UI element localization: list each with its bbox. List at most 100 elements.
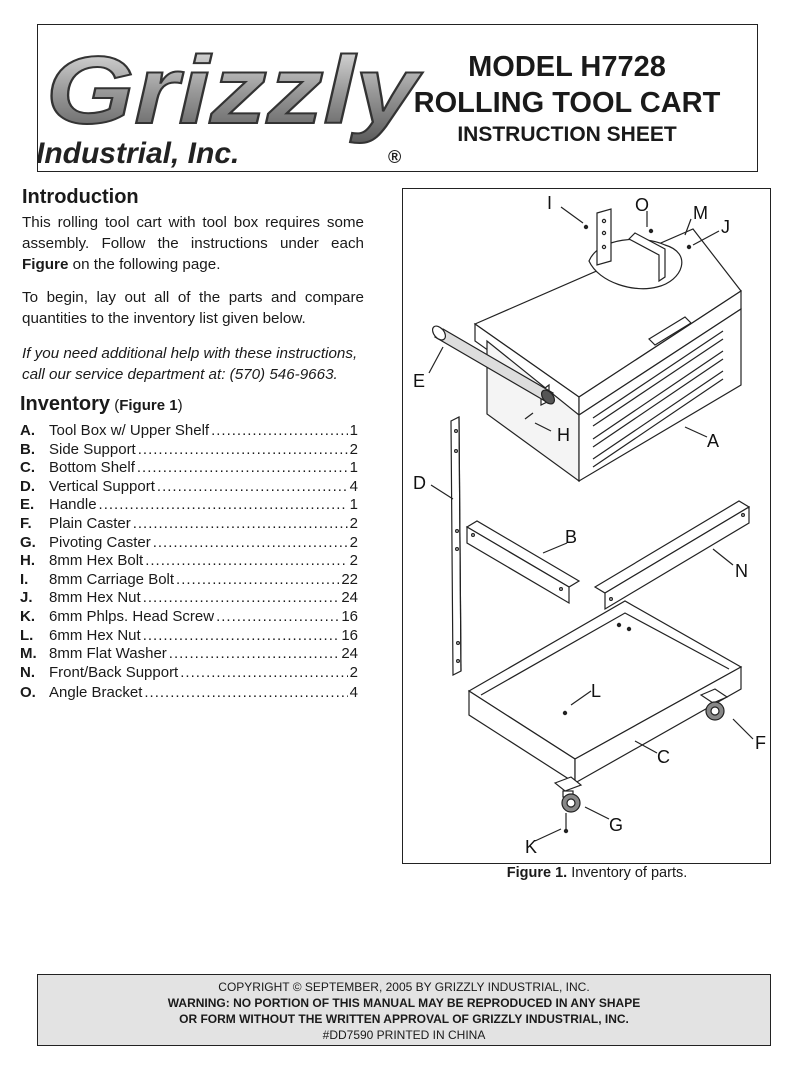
item-quantity: 16 [341,607,358,625]
item-quantity: 4 [349,477,358,495]
label-E: E [413,371,425,391]
label-H: H [557,425,570,445]
bottom-shelf-drawing [467,600,743,785]
header-box: Grizzly Industrial, Inc. ® MODEL H7728 R… [37,24,758,172]
intro-text: This rolling tool cart with tool box req… [22,214,364,252]
dot-leader [143,627,340,646]
dot-leader [133,515,348,534]
item-name: 8mm Carriage Bolt [49,570,175,588]
plain-caster-drawing [699,688,729,721]
inventory-item: K.6mm Phlps. Head Screw16 [20,608,358,627]
inventory-list: A. Tool Box w/ Upper Shelf 1 B. Side Support… [20,422,358,703]
inventory-item: F. Plain Caster 2 [20,515,358,534]
inventory-item: I.8mm Carriage Bolt22 [20,571,358,590]
item-quantity: 1 [349,496,358,514]
item-name: Side Support [49,440,136,458]
inventory-item: E. Handle 1 [20,496,358,515]
item-quantity: 2 [349,514,358,532]
item-quantity: 2 [349,663,358,681]
label-B: B [565,527,577,547]
warning-line-2: OR FORM WITHOUT THE WRITTEN APPROVAL OF … [179,1012,629,1026]
registered-mark: ® [388,147,401,167]
item-letter: E. [20,496,35,514]
figure-ref-label: Figure 1 [119,397,178,414]
caption-label: Figure 1. [506,865,568,881]
dot-leader [157,478,348,497]
label-C: C [657,747,670,767]
label-J: J [721,217,730,237]
warning-line-1: WARNING: NO PORTION OF THIS MANUAL MAY B… [167,996,641,1010]
item-letter: I. [20,570,29,588]
item-name: Front/Back Support [49,663,179,681]
title-block: MODEL H7728 ROLLING TOOL CART INSTRUCTIO… [397,49,737,149]
dot-leader [176,571,339,590]
item-name: Vertical Support [49,477,155,495]
inventory-item: G.Pivoting Caster2 [20,534,358,553]
inventory-title: Inventory [20,393,111,415]
label-N: N [735,561,748,581]
label-G: G [609,815,623,835]
logo-subtitle: Industrial, Inc. [38,137,239,170]
label-M: M [693,203,708,223]
item-name: 8mm Hex Bolt [49,552,144,570]
item-quantity: 2 [349,552,358,570]
item-name: Bottom Shelf [49,459,135,477]
item-letter: F. [20,514,32,532]
item-letter: A. [20,422,35,439]
item-letter: O. [20,684,36,702]
grizzly-logo: Grizzly Industrial, Inc. ® [38,36,424,170]
part-labels: I O M J E H A D B N L F C G K [413,193,766,857]
inventory-item: O.Angle Bracket4 [20,684,358,703]
item-letter: L. [20,626,34,644]
item-name: Plain Caster [49,514,131,532]
document-type: INSTRUCTION SHEET [457,123,677,146]
label-O: O [635,195,649,215]
inventory-item: D. Vertical Support 4 [20,478,358,497]
item-letter: B. [20,440,35,458]
tool-box-drawing [473,208,742,483]
inventory-item: A.Tool Box w/ Upper Shelf1 [20,422,358,441]
handle-drawing [431,325,556,420]
vertical-support-drawing [450,416,462,676]
inventory-item: J.8mm Hex Nut24 [20,589,358,608]
inventory-heading: Inventory (Figure 1) [20,393,183,416]
item-letter: G. [20,533,36,551]
item-name: Tool Box w/ Upper Shelf [49,422,210,439]
leader-lines [428,206,754,842]
dot-leader [99,496,348,515]
intro-paragraph-2: To begin, lay out all of the parts and c… [22,289,364,327]
caption-text: Inventory of parts. [567,865,688,881]
item-name: 6mm Phlps. Head Screw [49,607,215,625]
inventory-item: B. Side Support 2 [20,441,358,460]
service-note: If you need additional help with these i… [22,345,358,383]
product-name: ROLLING TOOL CART [413,87,721,119]
label-D: D [413,473,426,493]
item-quantity: 16 [341,626,358,644]
figure-1: I O M J E H A D B N L F C G K [402,188,771,864]
dot-leader [145,552,347,571]
model-number: MODEL H7728 [468,51,666,83]
figure-word: Figure [22,256,69,273]
item-letter: C. [20,459,35,477]
paren-open: ( [110,397,120,414]
inventory-item: M.8mm Flat Washer24 [20,645,358,664]
logo-wordmark: Grizzly [46,37,423,144]
dot-leader [137,459,348,478]
label-L: L [591,681,601,701]
label-A: A [707,431,719,451]
parts-diagram: I O M J E H A D B N L F C G K [413,193,766,857]
inventory-item: L.6mm Hex Nut16 [20,627,358,646]
dot-leader [144,684,347,703]
inventory-item: N.Front/Back Support2 [20,664,358,683]
item-quantity: 2 [349,440,358,458]
inventory-item: H. 8mm Hex Bolt 2 [20,552,358,571]
paren-close: ) [177,397,183,414]
item-name: Handle [49,496,97,514]
figure-ref: (Figure 1) [110,397,183,414]
item-letter: D. [20,477,35,495]
item-letter: H. [20,552,35,570]
dot-leader [169,645,340,664]
item-quantity: 4 [349,684,358,702]
label-K: K [525,837,537,857]
item-quantity: 2 [349,533,358,551]
